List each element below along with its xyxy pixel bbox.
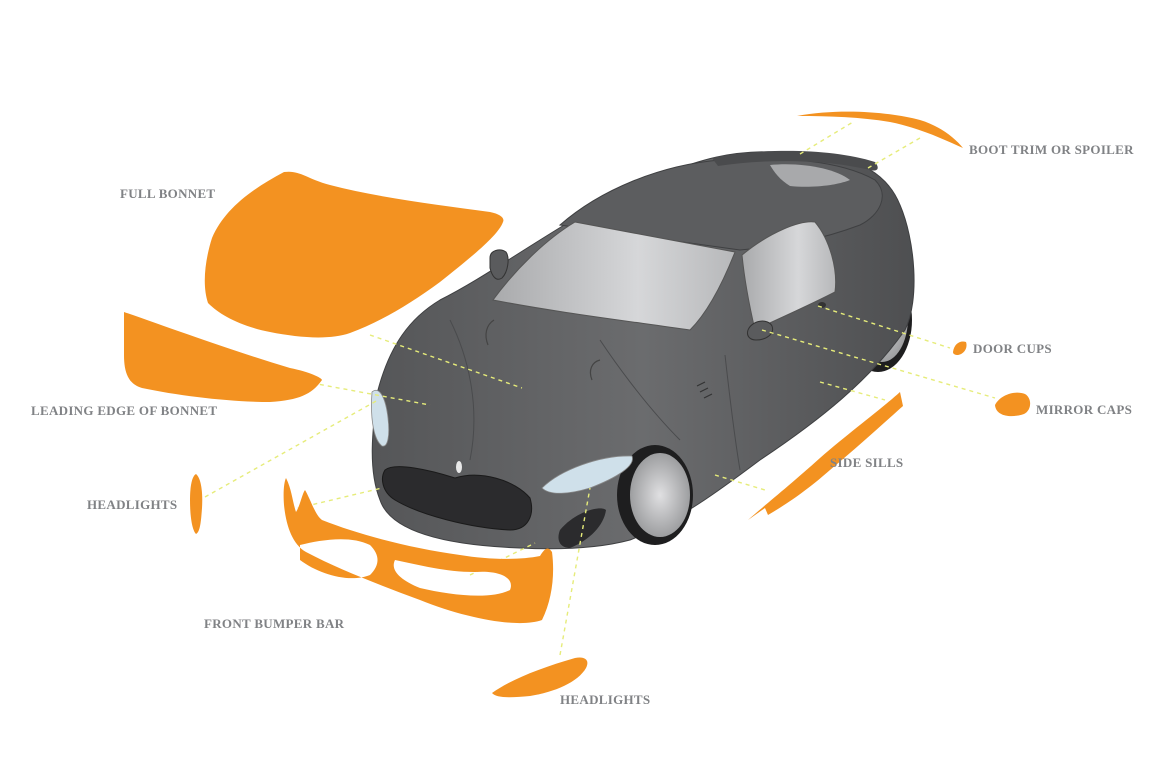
hood-crease: [599, 339, 681, 441]
part-door-cups: [953, 341, 967, 355]
part-front-bumper-bar: [283, 478, 554, 624]
label-boot-trim-or-spoiler: BOOT TRIM OR SPOILER: [969, 142, 1134, 157]
label-door-cups: DOOR CUPS: [973, 341, 1052, 356]
part-full-bonnet: [204, 171, 504, 338]
label-headlights-left: HEADLIGHTS: [87, 497, 178, 512]
right-mirror: [747, 320, 774, 341]
car-boot-lip: [712, 150, 878, 171]
part-headlight-bottom: [492, 657, 588, 698]
hood-vent: [485, 319, 495, 346]
part-leading-edge-of-bonnet: [124, 312, 322, 402]
car-illustration: [371, 150, 915, 550]
right-headlight: [541, 455, 633, 494]
front-grille: [382, 466, 533, 531]
leader-side-sills-upper: [819, 381, 886, 401]
leader-full-bonnet: [369, 334, 523, 389]
left-headlight: [371, 389, 390, 447]
part-mirror-caps: [995, 392, 1031, 417]
leader-headlights-left: [204, 399, 379, 498]
car-rear-window: [770, 164, 850, 187]
label-full-bonnet: FULL BONNET: [120, 186, 216, 201]
part-side-sills: [748, 392, 903, 520]
car-windshield: [492, 221, 736, 331]
leader-spoiler-right: [867, 137, 921, 169]
label-mirror-caps: MIRROR CAPS: [1036, 402, 1133, 417]
leader-mirror-caps: [761, 329, 996, 399]
badge: [456, 461, 462, 473]
leader-lines: [204, 121, 996, 656]
label-headlights-bottom: HEADLIGHTS: [560, 692, 651, 707]
part-boot-trim-spoiler: [797, 111, 963, 148]
label-front-bumper-bar: FRONT BUMPER BAR: [204, 616, 345, 631]
label-leading-edge-of-bonnet: LEADING EDGE OF BONNET: [31, 403, 218, 418]
leader-side-sills-lower: [714, 474, 766, 491]
door-line: [724, 354, 741, 471]
hood-crease: [449, 319, 475, 461]
car-side-window: [741, 221, 837, 331]
hood-vent: [589, 359, 601, 381]
front-wheel: [630, 453, 690, 537]
left-mirror: [489, 249, 509, 280]
protection-parts: [124, 111, 1031, 698]
label-side-sills: SIDE SILLS: [830, 455, 904, 470]
leader-spoiler-left: [799, 121, 854, 155]
side-vents: [696, 381, 713, 399]
leader-door-cups: [817, 305, 951, 349]
part-headlight-left: [190, 474, 203, 534]
